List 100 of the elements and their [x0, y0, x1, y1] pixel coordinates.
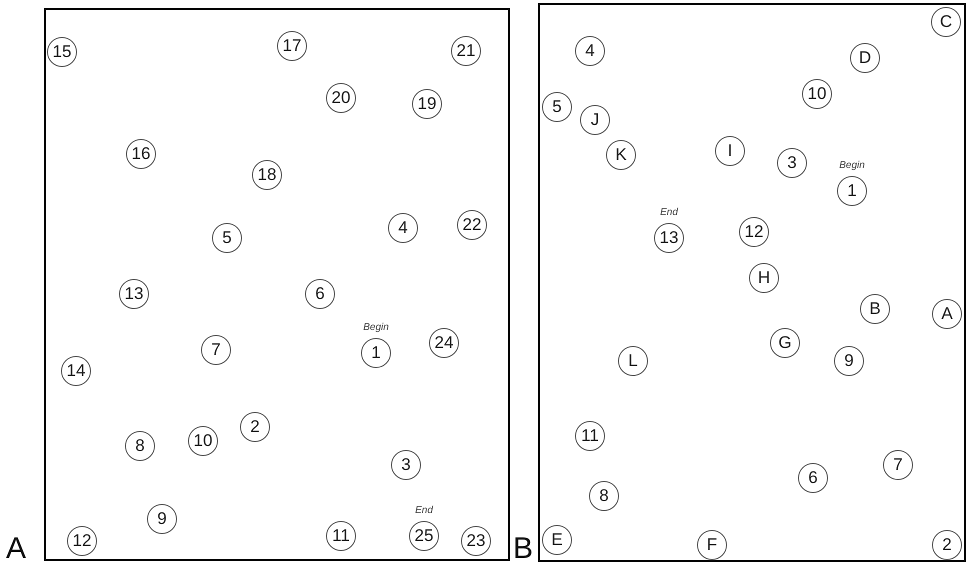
circle-label: I — [726, 140, 734, 162]
start-end-caption: End — [415, 505, 433, 517]
target-circle — [388, 213, 418, 243]
target-circle — [777, 148, 807, 178]
circle-label: 11 — [331, 525, 351, 547]
target-circle — [697, 530, 727, 560]
target-circle — [575, 36, 605, 66]
circle-label: 2 — [249, 416, 261, 438]
circle-label: A — [940, 303, 954, 325]
target-circle — [618, 346, 648, 376]
circle-label: 9 — [843, 350, 855, 372]
circle-label: 5 — [221, 227, 233, 249]
target-circle — [412, 89, 442, 119]
circle-label: 6 — [314, 283, 326, 305]
circle-label: C — [938, 11, 954, 33]
target-circle — [126, 139, 156, 169]
circle-label: 8 — [134, 435, 146, 457]
circle-label: 12 — [72, 530, 92, 552]
target-circle — [575, 421, 605, 451]
circle-label: 17 — [282, 35, 302, 57]
circle-label: 14 — [66, 360, 86, 382]
target-circle — [125, 431, 155, 461]
circle-label: 5 — [551, 96, 563, 118]
circle-label: K — [614, 144, 628, 166]
circle-label: 7 — [210, 339, 222, 361]
target-circle — [240, 412, 270, 442]
circle-label: 11 — [580, 425, 600, 447]
target-circle — [201, 335, 231, 365]
circle-label: D — [858, 47, 872, 69]
circle-label: 24 — [434, 332, 454, 354]
circle-label: E — [550, 529, 564, 551]
circle-label: 13 — [124, 283, 144, 305]
circle-label: 4 — [397, 217, 409, 239]
target-circle — [580, 105, 610, 135]
circle-label: 4 — [584, 40, 596, 62]
circle-label: 10 — [806, 83, 828, 105]
panel-label: B — [513, 534, 534, 564]
panel-label: A — [6, 534, 26, 564]
circle-label: 20 — [330, 87, 352, 109]
circle-label: 22 — [462, 214, 482, 236]
target-circle — [589, 481, 619, 511]
circle-label: 13 — [658, 227, 680, 249]
circle-label: H — [756, 267, 772, 289]
circle-label: L — [627, 350, 639, 372]
circle-label: 19 — [416, 93, 438, 115]
target-circle — [606, 140, 636, 170]
target-circle — [147, 504, 177, 534]
target-circle — [715, 136, 745, 166]
circle-label: J — [590, 109, 600, 131]
circle-label: 1 — [846, 180, 858, 202]
circle-label: 6 — [807, 467, 819, 489]
start-end-caption: End — [660, 207, 678, 219]
circle-label: 2 — [941, 534, 953, 556]
circle-label: 23 — [466, 530, 486, 552]
circle-label: 3 — [786, 152, 798, 174]
circle-label: 3 — [400, 454, 412, 476]
target-circle — [542, 525, 572, 555]
target-circle — [932, 530, 962, 560]
target-circle — [860, 294, 890, 324]
circle-label: 8 — [598, 485, 610, 507]
circle-label: 16 — [130, 143, 152, 165]
circle-label: 21 — [456, 40, 476, 62]
target-circle — [429, 328, 459, 358]
target-circle — [883, 450, 913, 480]
target-circle — [542, 92, 572, 122]
circle-label: 10 — [192, 430, 214, 452]
target-circle — [931, 7, 961, 37]
target-circle — [47, 37, 77, 67]
target-circle — [119, 279, 149, 309]
target-circle — [798, 463, 828, 493]
target-circle — [739, 217, 769, 247]
start-end-caption: Begin — [839, 160, 865, 172]
target-circle — [277, 31, 307, 61]
target-circle — [212, 223, 242, 253]
target-circle — [61, 356, 91, 386]
target-circle — [252, 160, 282, 190]
circle-label: 15 — [52, 41, 72, 63]
target-circle — [932, 299, 962, 329]
circle-label: 7 — [892, 454, 904, 476]
target-circle — [326, 521, 356, 551]
target-circle — [457, 210, 487, 240]
target-circle — [67, 526, 97, 556]
target-circle — [749, 263, 779, 293]
target-circle — [770, 328, 800, 358]
start-end-caption: Begin — [363, 322, 389, 334]
target-circle — [305, 279, 335, 309]
circle-label: F — [706, 534, 718, 556]
circle-label: 9 — [156, 508, 168, 530]
target-circle — [451, 36, 481, 66]
target-circle — [850, 43, 880, 73]
circle-label: G — [777, 332, 793, 354]
target-circle — [326, 83, 356, 113]
circle-label: 1 — [370, 342, 382, 364]
target-circle — [391, 450, 421, 480]
target-circle — [834, 346, 864, 376]
circle-label: 18 — [256, 164, 278, 186]
target-circle — [188, 426, 218, 456]
circle-label: 25 — [414, 525, 434, 547]
target-circle — [802, 79, 832, 109]
target-circle — [461, 526, 491, 556]
